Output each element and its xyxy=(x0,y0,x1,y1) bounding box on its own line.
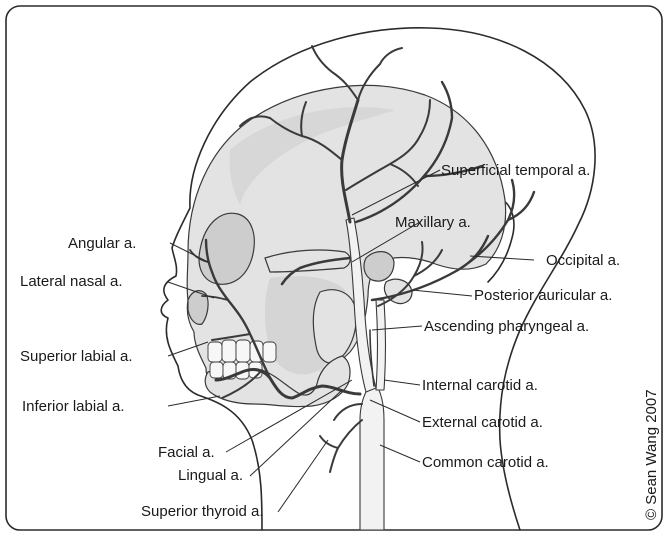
label-lateral-nasal: Lateral nasal a. xyxy=(20,273,123,290)
label-occipital: Occipital a. xyxy=(546,252,620,269)
label-angular: Angular a. xyxy=(68,235,136,252)
label-superficial-temporal: Superficial temporal a. xyxy=(441,162,590,179)
label-ascending-pharyngeal: Ascending pharyngeal a. xyxy=(424,318,589,335)
label-posterior-auricular: Posterior auricular a. xyxy=(474,287,612,304)
label-common-carotid: Common carotid a. xyxy=(422,454,549,471)
label-lingual: Lingual a. xyxy=(178,467,243,484)
common-carotid-vessel xyxy=(360,388,384,530)
label-maxillary: Maxillary a. xyxy=(395,214,471,231)
label-facial: Facial a. xyxy=(158,444,215,461)
label-internal-carotid: Internal carotid a. xyxy=(422,377,538,394)
copyright-text: © Sean Wang 2007 xyxy=(643,389,660,520)
internal-carotid-vessel xyxy=(376,300,386,390)
label-superior-labial: Superior labial a. xyxy=(20,348,133,365)
label-inferior-labial: Inferior labial a. xyxy=(22,398,125,415)
label-superior-thyroid: Superior thyroid a. xyxy=(141,503,264,520)
label-external-carotid: External carotid a. xyxy=(422,414,543,431)
